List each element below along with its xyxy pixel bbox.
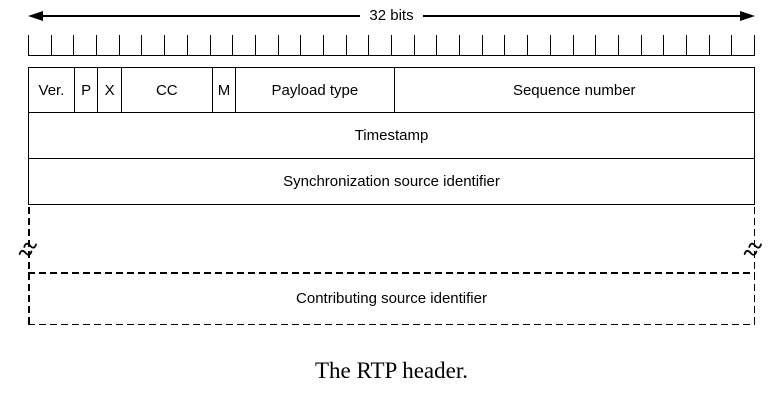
timestamp-row: Timestamp: [29, 112, 754, 158]
tick-cell: [617, 35, 641, 55]
tick-cell: [549, 35, 573, 55]
tick-cell: [345, 35, 369, 55]
break-mark-icon: [18, 242, 37, 256]
tick-cell: [96, 35, 119, 55]
tick-cell: [459, 35, 482, 55]
right-dashed-connector: [753, 207, 755, 326]
field-label: P: [81, 81, 92, 99]
tick-cell: [663, 35, 686, 55]
tick-cell: [232, 35, 255, 55]
tick-cell: [391, 35, 414, 55]
tick-cell: [254, 35, 278, 55]
contributing-source-label: Contributing source identifier: [296, 290, 487, 307]
field-label: Ver.: [38, 81, 65, 99]
bit-width-arrow: 32 bits: [28, 7, 756, 25]
arrow-line: [43, 15, 361, 17]
tick-cell: [708, 35, 732, 55]
field-label: Payload type: [271, 81, 359, 99]
tick-cell: [436, 35, 459, 55]
tick-cell: [685, 35, 709, 55]
arrow-left-icon: [28, 11, 43, 21]
timestamp-label: Timestamp: [354, 127, 429, 144]
tick-cell: [141, 35, 164, 55]
field-label: X: [104, 81, 115, 99]
tick-cell: [186, 35, 210, 55]
field-ver: Ver.: [29, 68, 74, 112]
tick-cell: [527, 35, 550, 55]
tick-cell: [164, 35, 187, 55]
tick-cell: [572, 35, 596, 55]
field-cc: CC: [120, 68, 212, 112]
field-m: M: [211, 68, 235, 112]
field-payload-type: Payload type: [235, 68, 393, 112]
figure-caption: The RTP header.: [315, 358, 468, 383]
tick-cell: [640, 35, 664, 55]
contributing-source-row: Contributing source identifier: [28, 272, 755, 325]
dashed-border-bottom: [28, 323, 755, 325]
left-dashed-connector: [28, 207, 30, 326]
optional-section: Contributing source identifier: [18, 207, 762, 326]
tick-cell: [28, 35, 51, 55]
tick-cell: [277, 35, 301, 55]
bit-width-label: 32 bits: [369, 7, 414, 24]
sync-source-label: Synchronization source identifier: [283, 173, 500, 190]
field-label: M: [217, 81, 231, 99]
tick-cell: [118, 35, 142, 55]
field-label: Sequence number: [512, 81, 636, 99]
tick-cell: [300, 35, 323, 55]
field-p: P: [73, 68, 97, 112]
tick-cell: [209, 35, 233, 55]
tick-cell: [731, 35, 754, 55]
tick-cell: [73, 35, 96, 55]
dashed-border-top: [28, 272, 755, 274]
field-label: CC: [155, 81, 178, 99]
tick-cell: [504, 35, 527, 55]
tick-cell: [481, 35, 505, 55]
tick-cell: [50, 35, 74, 55]
sync-source-row: Synchronization source identifier: [29, 158, 754, 204]
arrow-right-icon: [740, 11, 756, 21]
bit-ruler: [28, 35, 755, 56]
arrow-line: [422, 15, 741, 17]
field-sequence-number: Sequence number: [393, 68, 755, 112]
break-mark-icon: [743, 242, 762, 256]
tick-cell: [595, 35, 618, 55]
tick-cell: [368, 35, 391, 55]
field-x: X: [97, 68, 120, 112]
tick-cell: [413, 35, 437, 55]
tick-cell: [322, 35, 346, 55]
